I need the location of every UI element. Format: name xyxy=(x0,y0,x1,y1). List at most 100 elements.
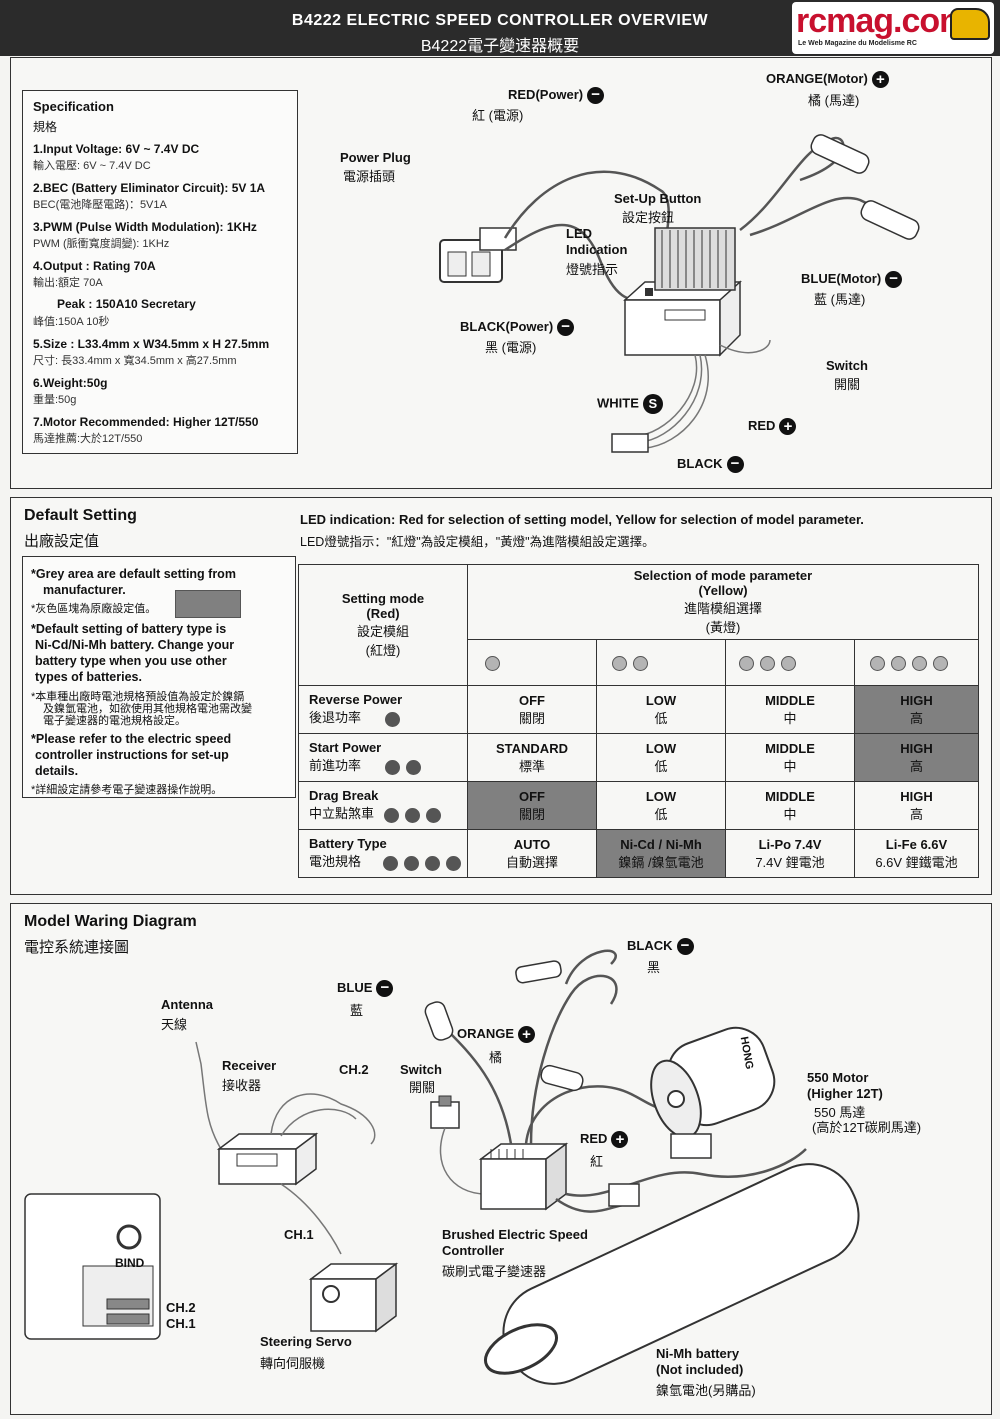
spec-item-zh: BEC(電池降壓電路)：5V1A xyxy=(33,199,167,211)
minus-icon: − xyxy=(587,87,605,105)
orange-wiring-label: ORANGE+ xyxy=(457,1026,536,1044)
spec-item: 3.PWM (Pulse Width Modulation): 1KHz xyxy=(33,220,257,234)
switch-label: Switch xyxy=(826,358,868,373)
plus-icon: + xyxy=(871,71,889,89)
battery-label-zh: 鎳氫電池(另購品) xyxy=(656,1383,756,1398)
ch1-side-label: CH.1 xyxy=(166,1316,196,1331)
servo-label-zh: 轉向伺服機 xyxy=(260,1356,326,1371)
receiver-label-zh: 接收器 xyxy=(222,1078,262,1093)
antenna-label-zh: 天線 xyxy=(161,1017,188,1032)
plus-icon: + xyxy=(779,418,797,436)
blue-motor-label-zh: 藍 (馬達) xyxy=(814,292,866,307)
note-line: controller instructions for set-up xyxy=(35,748,229,762)
minus-icon: − xyxy=(726,456,744,474)
spec-item-zh: 峰值:150A 10秒 xyxy=(33,316,110,328)
led-note: LED indication: Red for selection of set… xyxy=(300,512,864,527)
title-bar: B4222 ELECTRIC SPEED CONTROLLER OVERVIEW… xyxy=(0,0,1000,56)
led-label-2: Indication xyxy=(566,242,628,257)
motor-label-zh-2: (高於12T碳刷馬達) xyxy=(812,1120,922,1135)
orange-motor-label-zh: 橘 (馬達) xyxy=(808,93,860,108)
led-label-zh: 燈號指示 xyxy=(566,262,619,277)
servo-label: Steering Servo xyxy=(260,1334,352,1349)
spec-item-zh: 輸入電壓: 6V ~ 7.4V DC xyxy=(33,160,151,172)
note-line: 電子變速器的電池規格設定。 xyxy=(43,715,186,727)
note-line: *本車種出廠時電池規格預設值為設定於鎳鎘 xyxy=(31,691,245,703)
spec-item-zh: 輸出:額定 70A xyxy=(33,277,103,289)
setting-mode-header: Setting mode(Red) 設定模組(紅燈) xyxy=(298,564,468,686)
spec-item: Peak : 150A10 Secretary xyxy=(57,297,196,311)
servo-icon xyxy=(308,1262,399,1333)
battery-label-2: (Not included) xyxy=(656,1362,744,1377)
specification-box: Specification 規格 1.Input Voltage: 6V ~ 7… xyxy=(22,90,298,454)
param-dots-2 xyxy=(596,639,726,686)
site-logo[interactable]: rcmag.com Le Web Magazine du Modelisme R… xyxy=(792,2,994,54)
spec-item: 1.Input Voltage: 6V ~ 7.4V DC xyxy=(33,142,200,156)
note-line: types of batteries. xyxy=(35,670,142,684)
red-power-label-zh: 紅 (電源) xyxy=(472,108,524,123)
setup-button-label: Set-Up Button xyxy=(614,191,702,206)
esc-label: Brushed Electric Speed xyxy=(442,1227,588,1242)
plus-icon: + xyxy=(518,1026,536,1044)
motor-icon xyxy=(650,1026,776,1139)
logo-text: rcmag.com xyxy=(796,2,969,40)
switch-wiring-label: Switch xyxy=(400,1062,442,1077)
default-setting-title: Default Setting xyxy=(24,507,137,524)
note-line: battery type when you use other xyxy=(35,654,227,668)
receiver-label: Receiver xyxy=(222,1058,277,1073)
note-line: *Default setting of battery type is xyxy=(31,622,227,636)
spec-item: 2.BEC (Battery Eliminator Circuit): 5V 1… xyxy=(33,181,266,195)
switch-label-zh: 開關 xyxy=(834,377,861,392)
red-wiring-label-zh: 紅 xyxy=(590,1154,604,1169)
blue-wiring-label-zh: 藍 xyxy=(350,1003,364,1018)
wiring-title-zh: 電控系統連接圖 xyxy=(24,939,130,956)
motor-label-2: (Higher 12T) xyxy=(807,1086,883,1101)
spec-item: 6.Weight:50g xyxy=(33,376,108,390)
ch1-label: CH.1 xyxy=(284,1227,314,1242)
power-plug-icon xyxy=(439,227,517,283)
black-wiring-label: BLACK− xyxy=(627,938,694,956)
motor-label: 550 Motor xyxy=(807,1070,869,1085)
switch-wiring-label-zh: 開關 xyxy=(409,1080,436,1095)
minus-icon: − xyxy=(885,271,903,289)
note-line: *灰色區塊為原廠設定值。 xyxy=(31,603,157,615)
note-line: *Grey area are default setting from xyxy=(31,567,236,581)
esc-overview-drawing xyxy=(439,134,920,453)
note-line: details. xyxy=(35,764,79,778)
transmitter-icon xyxy=(24,1193,161,1340)
black-wiring-label-zh: 黑 xyxy=(647,960,661,975)
spec-item: 7.Motor Recommended: Higher 12T/550 xyxy=(33,415,259,429)
spec-item-zh: 重量:50g xyxy=(33,394,77,406)
battery-label: Ni-Mh battery xyxy=(656,1346,740,1361)
esc-body-icon xyxy=(623,227,742,357)
setup-button-label-zh: 設定按鈕 xyxy=(622,210,675,225)
param-dots-1 xyxy=(467,639,597,686)
switch-icon xyxy=(430,1095,460,1129)
esc-icon xyxy=(478,1142,569,1211)
ch2-label: CH.2 xyxy=(339,1062,369,1077)
plus-icon: + xyxy=(611,1131,629,1149)
spec-item: 4.Output : Rating 70A xyxy=(33,259,156,273)
black-wire-label: BLACK− xyxy=(677,456,744,474)
spec-item-zh: 馬達推薦:大於12T/550 xyxy=(33,433,143,445)
antenna-label: Antenna xyxy=(161,997,213,1012)
default-notes-box: *Grey area are default setting from manu… xyxy=(22,556,296,798)
minus-icon: − xyxy=(376,980,394,998)
note-line: *Please refer to the electric speed xyxy=(31,732,232,746)
esc-label-2: Controller xyxy=(442,1243,505,1258)
wiring-title: Model Waring Diagram xyxy=(24,913,197,930)
param-header: Selection of mode parameter(Yellow) 進階模組… xyxy=(467,564,979,640)
orange-wiring-label-zh: 橘 xyxy=(489,1050,503,1065)
motor-connector-icon xyxy=(810,134,920,240)
page-title-zh: B4222電子變速器概要 xyxy=(420,38,580,55)
receiver-plug-icon xyxy=(611,433,649,453)
signal-icon: S xyxy=(642,394,663,414)
spec-item: 5.Size : L33.4mm x W34.5mm x H 27.5mm xyxy=(33,337,270,351)
param-dots-3 xyxy=(725,639,855,686)
minus-icon: − xyxy=(676,938,694,956)
spec-item-zh: 尺寸: 長33.4mm x 寬34.5mm x 高27.5mm xyxy=(33,355,237,367)
car-icon xyxy=(950,8,990,40)
default-setting-title-zh: 出廠設定值 xyxy=(24,533,100,550)
